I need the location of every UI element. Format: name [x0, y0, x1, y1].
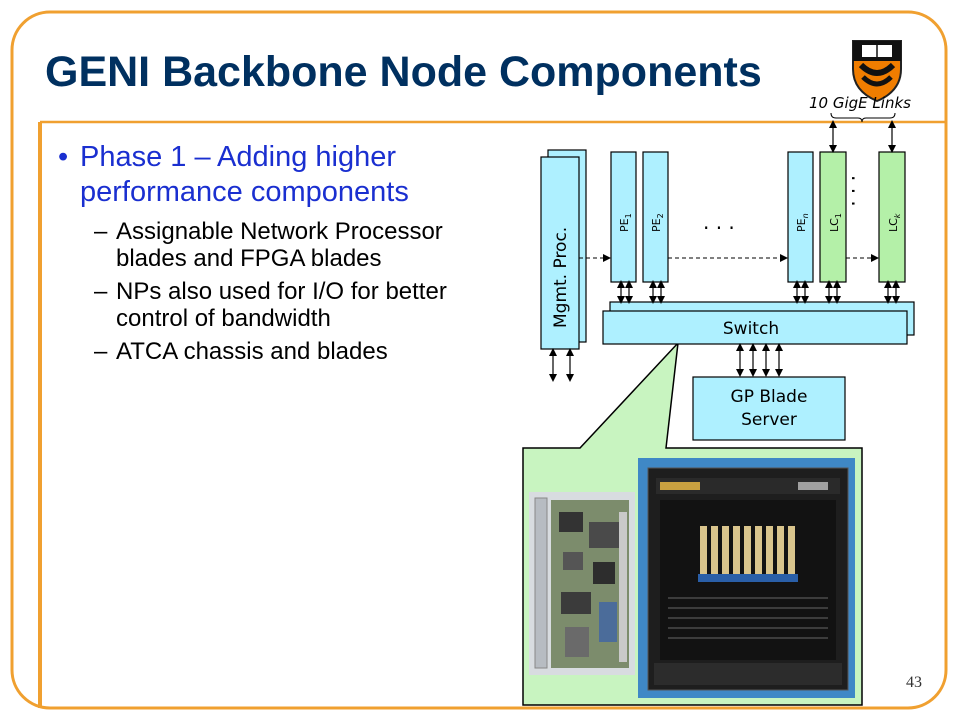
pe1-blade	[610, 151, 637, 283]
mgmt-external-links	[549, 348, 574, 382]
bullet-level1: •Phase 1 – Adding higher performance com…	[58, 141, 409, 208]
gp-label-line1: GP Blade	[731, 387, 808, 407]
gige-links	[829, 120, 896, 153]
pen-label: PEn	[795, 213, 810, 232]
lc1-label: LC1	[828, 213, 843, 232]
bullet-level1-text: Phase 1 – Adding higher performance comp…	[80, 141, 409, 208]
pen-blade	[787, 151, 814, 283]
bullet-level2-text: Assignable Network Processor blades and …	[116, 218, 443, 272]
gp-blade-server	[692, 376, 846, 441]
pe1-label: PE1	[618, 213, 633, 232]
blade-switch-links	[617, 280, 900, 304]
bullet-level2: –NPs also used for I/O for better contro…	[58, 278, 518, 332]
mgmt-proc-blade	[540, 156, 580, 350]
bullet-level2-text: ATCA chassis and blades	[116, 338, 388, 365]
slide-number: 43	[906, 674, 922, 691]
pe2-label: PE2	[650, 213, 665, 232]
mgmt-proc-label: Mgmt. Proc.	[551, 227, 571, 328]
lck-label: LCk	[887, 213, 902, 232]
lck-blade	[878, 151, 906, 283]
bullet-level2-text: NPs also used for I/O for better control…	[116, 278, 447, 332]
switch-gp-links	[736, 343, 783, 377]
gp-label-line2: Server	[741, 410, 797, 430]
slide-title: GENI Backbone Node Components	[45, 48, 762, 96]
gige-brace	[830, 112, 896, 123]
pe2-blade	[642, 151, 669, 283]
lc-ellipsis: . . .	[847, 175, 871, 207]
blade-photo	[529, 492, 635, 675]
bullet-level2: –Assignable Network Processor blades and…	[58, 218, 518, 272]
bullet-list: •Phase 1 – Adding higher performance com…	[58, 140, 518, 365]
atca-chassis-photo	[638, 458, 855, 698]
switch-label: Switch	[723, 319, 779, 339]
pe-ellipsis: . . .	[703, 210, 735, 234]
bullet-level2: –ATCA chassis and blades	[58, 338, 518, 365]
switch-box	[602, 310, 908, 345]
gige-links-label: 10 GigE Links	[809, 94, 911, 112]
princeton-shield-icon	[852, 40, 902, 103]
